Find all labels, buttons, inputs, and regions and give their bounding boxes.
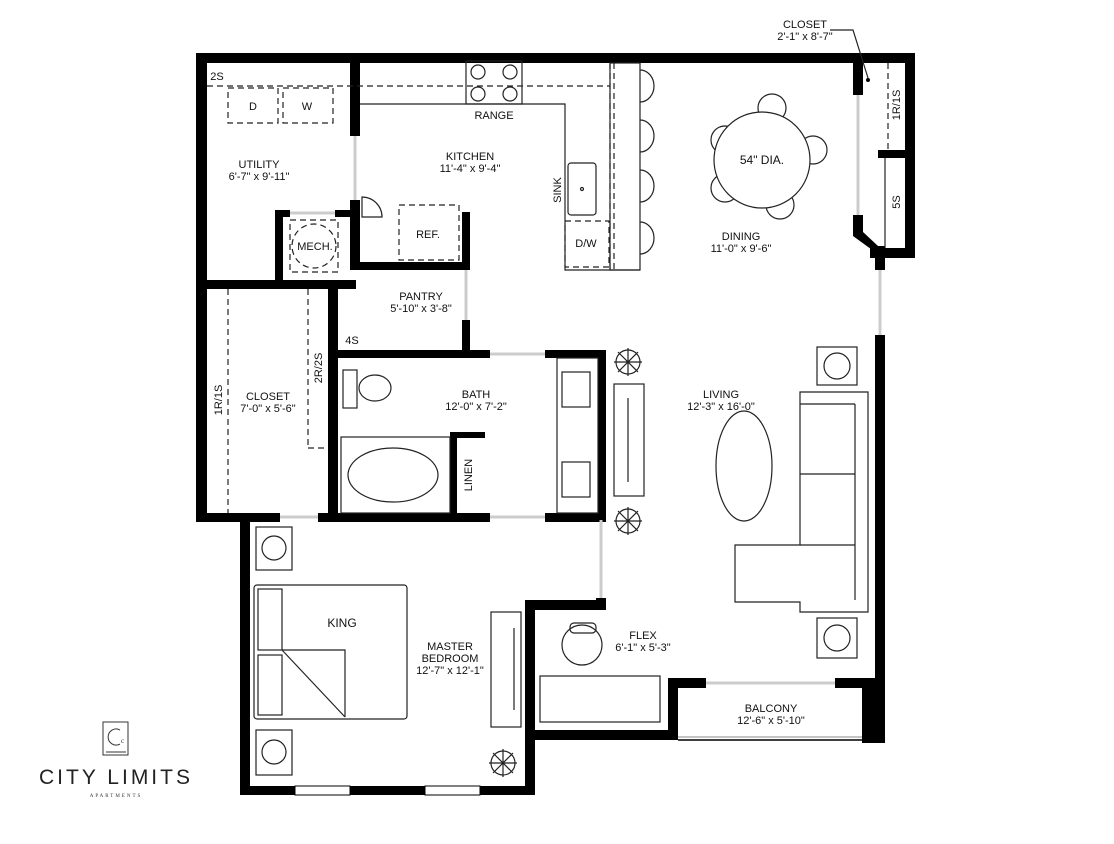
mechanical-label: MECH. <box>297 241 332 253</box>
sink-label: SINK <box>552 177 564 203</box>
kitchen-fixtures <box>207 60 655 273</box>
dining-closet-label: CLOSET <box>783 19 827 31</box>
flex-furniture <box>539 622 661 723</box>
coffee-table-icon <box>715 410 773 522</box>
pantry-label: PANTRY <box>399 291 443 303</box>
master-bedroom-label-2: BEDROOM <box>422 653 479 665</box>
bath-size: 12'-0" x 7'-2" <box>445 401 507 413</box>
washer-label: W <box>302 101 313 113</box>
sink-icon <box>561 461 591 498</box>
utility-label: UTILITY <box>239 159 281 171</box>
sofa-icon <box>734 391 869 613</box>
pantry-shelf-label: 4S <box>345 335 358 347</box>
dining-closet-shelves-label: 5S <box>891 195 903 208</box>
bar-stools-icon <box>639 69 655 255</box>
dishwasher-label: D/W <box>575 238 597 250</box>
dryer-icon <box>227 87 279 124</box>
utility-shelf-label: 2S <box>210 71 223 83</box>
bath-label: BATH <box>462 389 491 401</box>
linen-label: LINEN <box>463 459 475 491</box>
plant-icons <box>489 348 642 777</box>
logo-subtitle: APARTMENTS <box>90 794 143 799</box>
bath-fixtures <box>340 357 599 514</box>
flex-size: 6'-1" x 5'-3" <box>615 642 671 654</box>
dining-label: DINING <box>722 231 761 243</box>
openings <box>280 95 882 796</box>
dining-closet-rod-label: 1R/1S <box>891 90 903 121</box>
desk-icon <box>539 675 661 723</box>
nightstand-icon <box>255 526 293 571</box>
logo-name: CITY LIMITS <box>39 766 193 789</box>
pantry-size: 5'-10" x 3'-8" <box>390 303 452 315</box>
door-swing <box>361 196 383 218</box>
table-label: 54" DIA. <box>740 153 784 167</box>
dining-closet-size: 2'-1" x 8'-7" <box>777 31 833 43</box>
bedroom-furniture <box>253 526 522 776</box>
living-furniture <box>613 346 869 659</box>
tv-console-icon <box>613 383 645 497</box>
range-label: RANGE <box>474 110 513 122</box>
bed-icon <box>253 584 408 720</box>
kitchen-label: KITCHEN <box>446 151 494 163</box>
dresser-icon <box>490 611 522 728</box>
dryer-label: D <box>249 101 257 113</box>
svg-text:c: c <box>121 737 124 745</box>
washer-icon <box>282 87 334 124</box>
closet-rod-label: 2R/2S <box>313 353 325 384</box>
dining-size: 11'-0" x 9'-6" <box>711 243 772 255</box>
chair-icon <box>561 624 603 666</box>
living-size: 12'-3" x 16'-0" <box>687 401 755 413</box>
sink-icon <box>567 162 597 216</box>
bed-label: KING <box>327 616 356 630</box>
closet-left-shelf-label: 1R/1S <box>213 385 225 416</box>
walls <box>196 53 915 795</box>
mechanical-icon <box>289 219 339 273</box>
flex-label: FLEX <box>629 630 657 642</box>
living-label: LIVING <box>703 389 739 401</box>
dining-set-icon <box>710 93 828 220</box>
kitchen-size: 11'-4" x 9'-4" <box>440 163 501 175</box>
utility-size: 6'-7" x 9'-11" <box>229 171 290 183</box>
vanity-icon <box>556 357 599 514</box>
range-icon <box>465 60 523 105</box>
master-bedroom-label: MASTER <box>427 641 473 653</box>
nightstand-icon <box>255 729 293 776</box>
balcony-label: BALCONY <box>745 703 798 715</box>
closet-leader-line <box>830 29 869 79</box>
end-table-icon <box>816 617 858 659</box>
end-table-icon <box>816 346 858 386</box>
sink-icon <box>561 371 591 408</box>
closet-label: CLOSET <box>246 391 290 403</box>
city-limits-logo: c CITY LIMITS APARTMENTS <box>39 721 193 799</box>
toilet-icon <box>358 374 392 402</box>
refrigerator-label: REF. <box>416 229 440 241</box>
master-bedroom-size: 12'-7" x 12'-1" <box>416 665 484 677</box>
bathtub-icon <box>340 436 451 514</box>
refrigerator-icon <box>398 204 460 261</box>
balcony-size: 12'-6" x 5'-10" <box>737 715 805 727</box>
closet-size: 7'-0" x 5'-6" <box>240 403 296 415</box>
